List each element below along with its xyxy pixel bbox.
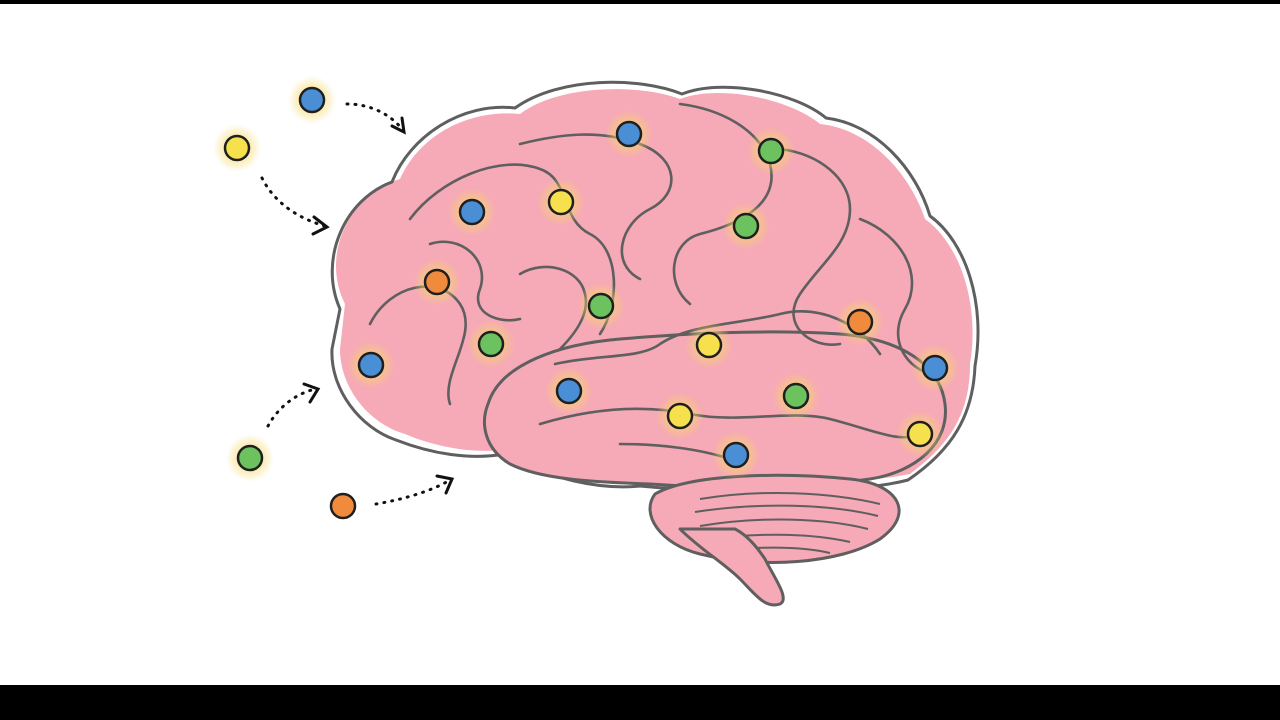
letterbox-bottom-bar (0, 685, 1280, 720)
neuron-dots (223, 86, 949, 520)
incoming-arrows (260, 102, 455, 506)
brain-dot-yellow (666, 402, 694, 430)
brain-dot-blue (357, 351, 385, 379)
brain-dot-orange (846, 308, 874, 336)
brain-dot-blue (722, 441, 750, 469)
brain-stem (678, 527, 785, 607)
illustration-canvas (0, 4, 1280, 685)
brain-dot-yellow (547, 188, 575, 216)
brain-dot-blue (615, 120, 643, 148)
arrow-2 (260, 176, 330, 236)
incoming-dot-blue (298, 86, 326, 114)
brain-dot-green (732, 212, 760, 240)
brain-dot-green (782, 382, 810, 410)
incoming-dot-orange (329, 492, 357, 520)
brain-dot-blue (555, 377, 583, 405)
arrow-3 (266, 382, 321, 428)
arrow-4 (374, 474, 455, 506)
brain-dot-green (587, 292, 615, 320)
brain-dot-blue (458, 198, 486, 226)
brain-illustration (213, 76, 980, 607)
incoming-dot-green (236, 444, 264, 472)
brain-dot-yellow (906, 420, 934, 448)
incoming-dot-yellow (223, 134, 251, 162)
arrow-1 (345, 102, 406, 135)
brain-dot-green (477, 330, 505, 358)
brain-dot-orange (423, 268, 451, 296)
brain-dot-blue (921, 354, 949, 382)
letterbox-top-bar (0, 0, 1280, 4)
brain-dot-yellow (695, 331, 723, 359)
brain-dot-green (757, 137, 785, 165)
